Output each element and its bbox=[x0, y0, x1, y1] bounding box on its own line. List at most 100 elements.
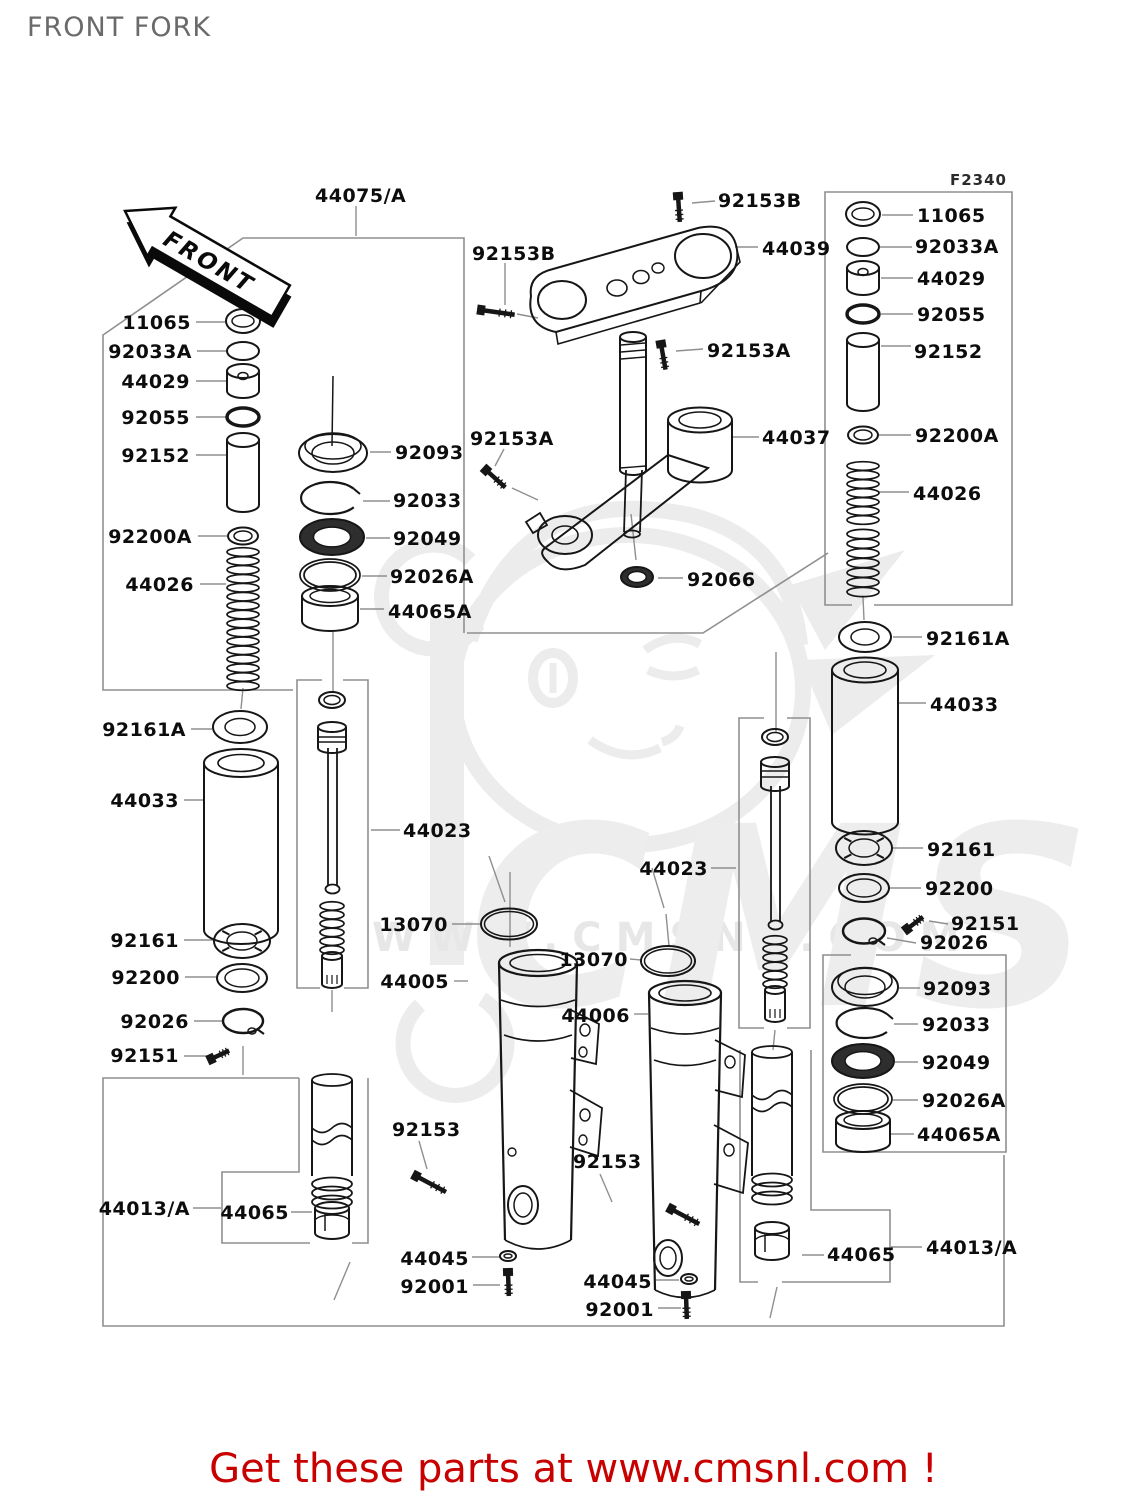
part-label-44039[interactable]: 44039 bbox=[762, 238, 831, 260]
part-label-92151-left[interactable]: 92151 bbox=[110, 1045, 179, 1067]
part-label-44065-left[interactable]: 44065 bbox=[220, 1202, 289, 1224]
part-label-92161a-left[interactable]: 92161A bbox=[102, 719, 186, 741]
part-label-92026a-mid[interactable]: 92026A bbox=[390, 566, 474, 588]
part-axle-hole bbox=[653, 1239, 683, 1277]
part-label-13070-right[interactable]: 13070 bbox=[559, 949, 628, 971]
part-shape bbox=[751, 1181, 793, 1197]
part-label-92066[interactable]: 92066 bbox=[687, 569, 756, 591]
part-spring-44026-right bbox=[846, 460, 880, 472]
part-label-92152-left[interactable]: 92152 bbox=[121, 445, 190, 467]
part-label-92153-right-leg[interactable]: 92153 bbox=[573, 1151, 642, 1173]
part-gasket-13070-right bbox=[640, 945, 696, 977]
part-label-92151-right[interactable]: 92151 bbox=[951, 913, 1020, 935]
part-shape bbox=[507, 1147, 517, 1157]
part-shape bbox=[632, 269, 650, 285]
part-shape bbox=[353, 488, 361, 495]
part-shape bbox=[843, 1113, 883, 1127]
part-label-92161a-right[interactable]: 92161A bbox=[926, 628, 1010, 650]
part-label-44065a-right[interactable]: 44065A bbox=[917, 1124, 1001, 1146]
part-label-44006[interactable]: 44006 bbox=[561, 1005, 630, 1027]
part-label-92161-left[interactable]: 92161 bbox=[110, 930, 179, 952]
part-label-92049-right[interactable]: 92049 bbox=[922, 1052, 991, 1074]
part-label-44026-left[interactable]: 44026 bbox=[125, 574, 194, 596]
part-label-44026-right[interactable]: 44026 bbox=[913, 483, 982, 505]
part-label-92153b-top[interactable]: 92153B bbox=[718, 190, 802, 212]
part-label-44013a-left[interactable]: 44013/A bbox=[99, 1198, 190, 1220]
part-label-44045-left[interactable]: 44045 bbox=[400, 1248, 469, 1270]
part-label-44045-right[interactable]: 44045 bbox=[583, 1271, 652, 1293]
part-dust-seal-92093-mid bbox=[311, 441, 355, 465]
part-rebound-spring bbox=[319, 909, 345, 920]
part-label-44065a-mid[interactable]: 44065A bbox=[388, 601, 472, 623]
part-label-44005[interactable]: 44005 bbox=[380, 971, 449, 993]
part-label-44013a-right[interactable]: 44013/A bbox=[926, 1237, 1017, 1259]
part-label-92026a-right[interactable]: 92026A bbox=[922, 1090, 1006, 1112]
part-label-44033-left[interactable]: 44033 bbox=[110, 790, 179, 812]
part-label-92001-right[interactable]: 92001 bbox=[585, 1299, 654, 1321]
part-bolt-92153a-right bbox=[660, 365, 670, 369]
part-label-92152-right[interactable]: 92152 bbox=[914, 341, 983, 363]
part-label-44023-right[interactable]: 44023 bbox=[639, 858, 708, 880]
part-damper-base bbox=[321, 951, 343, 961]
part-label-92200a-right[interactable]: 92200A bbox=[915, 425, 999, 447]
part-label-92033-right[interactable]: 92033 bbox=[922, 1014, 991, 1036]
part-spacer-92152-left bbox=[226, 440, 260, 505]
part-label-92093-right[interactable]: 92093 bbox=[923, 978, 992, 1000]
part-label-92033a-left[interactable]: 92033A bbox=[108, 341, 192, 363]
part-label-92049-mid[interactable]: 92049 bbox=[393, 528, 462, 550]
part-bolt-92153b-top bbox=[675, 195, 683, 223]
part-shape bbox=[751, 1089, 793, 1113]
part-label-92093-mid[interactable]: 92093 bbox=[395, 442, 464, 464]
leader-line bbox=[333, 1261, 351, 1301]
part-shape bbox=[579, 1108, 591, 1122]
part-spring-44026-right bbox=[846, 586, 880, 598]
footer-banner-link[interactable]: Get these parts at www.cmsnl.com ! bbox=[209, 1446, 938, 1492]
part-label-92026-left[interactable]: 92026 bbox=[120, 1011, 189, 1033]
part-plug-44029-left bbox=[226, 363, 260, 379]
part-spring-44026-left bbox=[226, 591, 260, 602]
part-label-92033a-right[interactable]: 92033A bbox=[915, 236, 999, 258]
part-label-92161-right[interactable]: 92161 bbox=[927, 839, 996, 861]
part-ring-92026a-right bbox=[833, 1083, 893, 1115]
part-washer-92161-right bbox=[876, 837, 885, 843]
part-shape bbox=[623, 529, 641, 539]
part-label-92026-right[interactable]: 92026 bbox=[920, 932, 989, 954]
part-label-44023-left[interactable]: 44023 bbox=[403, 820, 472, 842]
front-arrow-face bbox=[123, 206, 292, 319]
leader-line bbox=[494, 448, 505, 467]
part-bushing-44065a-right bbox=[835, 1142, 891, 1153]
part-spring-44026-right bbox=[846, 478, 880, 490]
part-washer-92161-left bbox=[221, 930, 230, 936]
part-shape bbox=[537, 515, 593, 555]
part-shape bbox=[524, 511, 549, 535]
part-label-92055-left[interactable]: 92055 bbox=[121, 407, 190, 429]
part-label-44065-right[interactable]: 44065 bbox=[827, 1244, 896, 1266]
part-label-11065-left[interactable]: 11065 bbox=[122, 312, 191, 334]
part-label-92200-right[interactable]: 92200 bbox=[925, 878, 994, 900]
part-washer-92200a-right bbox=[853, 429, 873, 441]
part-label-44037[interactable]: 44037 bbox=[762, 427, 831, 449]
part-label-92001-left[interactable]: 92001 bbox=[400, 1276, 469, 1298]
part-label-44033-right[interactable]: 44033 bbox=[930, 694, 999, 716]
part-plug-44029-left bbox=[226, 371, 260, 391]
part-washer-92200a-left bbox=[233, 530, 253, 542]
part-label-92153a-left[interactable]: 92153A bbox=[470, 428, 554, 450]
part-shape bbox=[579, 1023, 591, 1037]
part-damper-rod bbox=[327, 748, 338, 886]
part-label-92153-left-leg[interactable]: 92153 bbox=[392, 1119, 461, 1141]
part-spring-44026-left bbox=[226, 609, 260, 620]
part-label-92055-right[interactable]: 92055 bbox=[917, 304, 986, 326]
part-label-44075a-group[interactable]: 44075/A bbox=[315, 185, 406, 207]
leader-line bbox=[769, 1286, 778, 1319]
part-label-92033-mid[interactable]: 92033 bbox=[393, 490, 462, 512]
part-oring-92033a-right bbox=[846, 237, 880, 257]
part-damper-piston bbox=[317, 747, 347, 754]
part-label-11065-right[interactable]: 11065 bbox=[917, 205, 986, 227]
part-label-92153a-right[interactable]: 92153A bbox=[707, 340, 791, 362]
part-label-44029-left[interactable]: 44029 bbox=[121, 371, 190, 393]
part-label-92200-left[interactable]: 92200 bbox=[111, 967, 180, 989]
part-label-13070-left[interactable]: 13070 bbox=[379, 914, 448, 936]
part-label-92153b-left[interactable]: 92153B bbox=[472, 243, 556, 265]
part-label-92200a-left[interactable]: 92200A bbox=[108, 526, 192, 548]
part-label-44029-right[interactable]: 44029 bbox=[917, 268, 986, 290]
